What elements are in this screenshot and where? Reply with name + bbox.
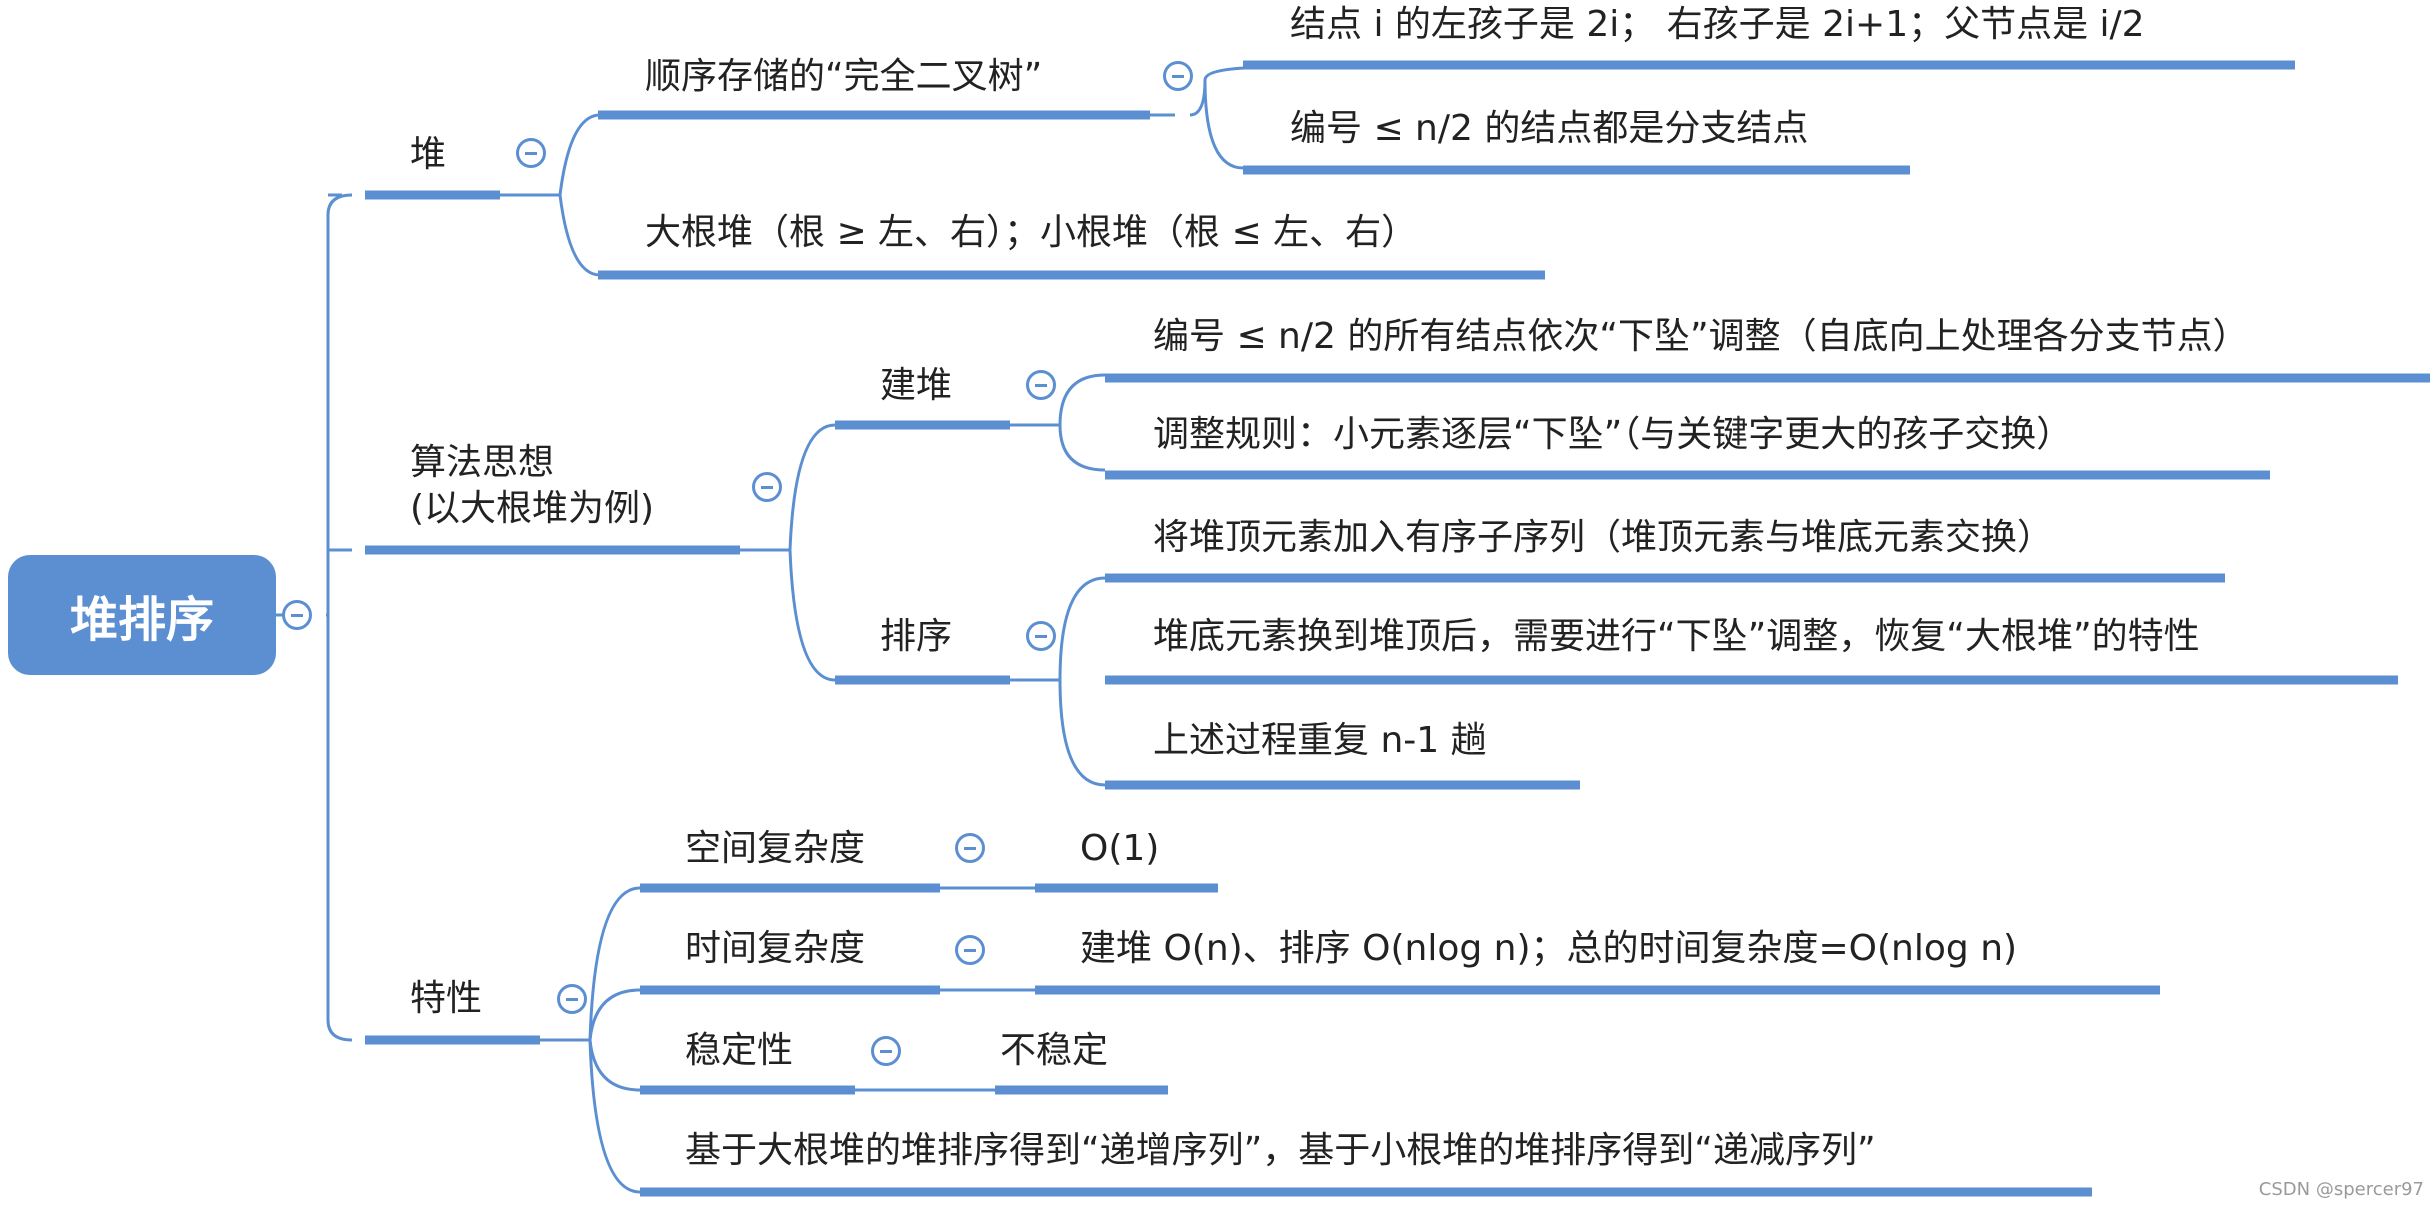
space-collapse-toggle[interactable] <box>955 833 985 863</box>
algorithm-collapse-toggle[interactable] <box>752 472 782 502</box>
build-heap-collapse-toggle[interactable] <box>1026 370 1056 400</box>
stability-collapse-toggle[interactable] <box>871 1036 901 1066</box>
heap-collapse-toggle[interactable] <box>516 138 546 168</box>
sort-step3-node[interactable]: 上述过程重复 n-1 趟 <box>1153 720 1487 761</box>
root-node[interactable] <box>8 555 276 675</box>
properties-collapse-toggle[interactable] <box>557 984 587 1014</box>
build-heap-node[interactable]: 建堆 <box>880 365 953 406</box>
time-complexity-node[interactable]: 时间复杂度 <box>685 928 866 969</box>
watermark: CSDN @spercer97 <box>2258 1179 2424 1200</box>
sequential-collapse-toggle[interactable] <box>1163 61 1193 91</box>
sort-step2-node[interactable]: 堆底元素换到堆顶后，需要进行“下坠”调整，恢复“大根堆”的特性 <box>1153 616 2200 657</box>
heap-types-node[interactable]: 大根堆（根 ≥ 左、右）；小根堆（根 ≤ 左、右） <box>645 212 1418 253</box>
build-step2-node[interactable]: 调整规则：小元素逐层“下坠”（与关键字更大的孩子交换） <box>1153 414 2073 455</box>
properties-node[interactable]: 特性 <box>410 978 483 1019</box>
branch-nodes-node[interactable]: 编号 ≤ n/2 的结点都是分支结点 <box>1290 108 1809 149</box>
heap-node[interactable]: 堆 <box>410 134 447 175</box>
algorithm-node[interactable]: 算法思想 (以大根堆为例) <box>410 442 655 529</box>
time-collapse-toggle[interactable] <box>955 935 985 965</box>
build-step1-node[interactable]: 编号 ≤ n/2 的所有结点依次“下坠”调整（自底向上处理各分支节点） <box>1153 316 2249 357</box>
children-rule-node[interactable]: 结点 i 的左孩子是 2i； 右孩子是 2i+1；父节点是 i/2 <box>1290 4 2145 45</box>
root-collapse-toggle[interactable] <box>282 600 312 630</box>
sort-step1-node[interactable]: 将堆顶元素加入有序子序列（堆顶元素与堆底元素交换） <box>1153 517 2054 558</box>
sort-collapse-toggle[interactable] <box>1026 621 1056 651</box>
sort-node[interactable]: 排序 <box>880 616 953 657</box>
stability-node[interactable]: 稳定性 <box>685 1030 794 1071</box>
space-complexity-value[interactable]: O(1) <box>1080 828 1160 869</box>
sequence-note-node[interactable]: 基于大根堆的堆排序得到“递增序列”，基于小根堆的堆排序得到“递减序列” <box>685 1130 1876 1171</box>
stability-value[interactable]: 不稳定 <box>1000 1030 1109 1071</box>
root-label: 堆排序 <box>69 592 214 648</box>
time-complexity-value[interactable]: 建堆 O(n)、排序 O(nlog n)；总的时间复杂度=O(nlog n) <box>1080 928 2018 969</box>
heap-sequential-node[interactable]: 顺序存储的“完全二叉树” <box>645 56 1043 97</box>
space-complexity-node[interactable]: 空间复杂度 <box>685 828 866 869</box>
